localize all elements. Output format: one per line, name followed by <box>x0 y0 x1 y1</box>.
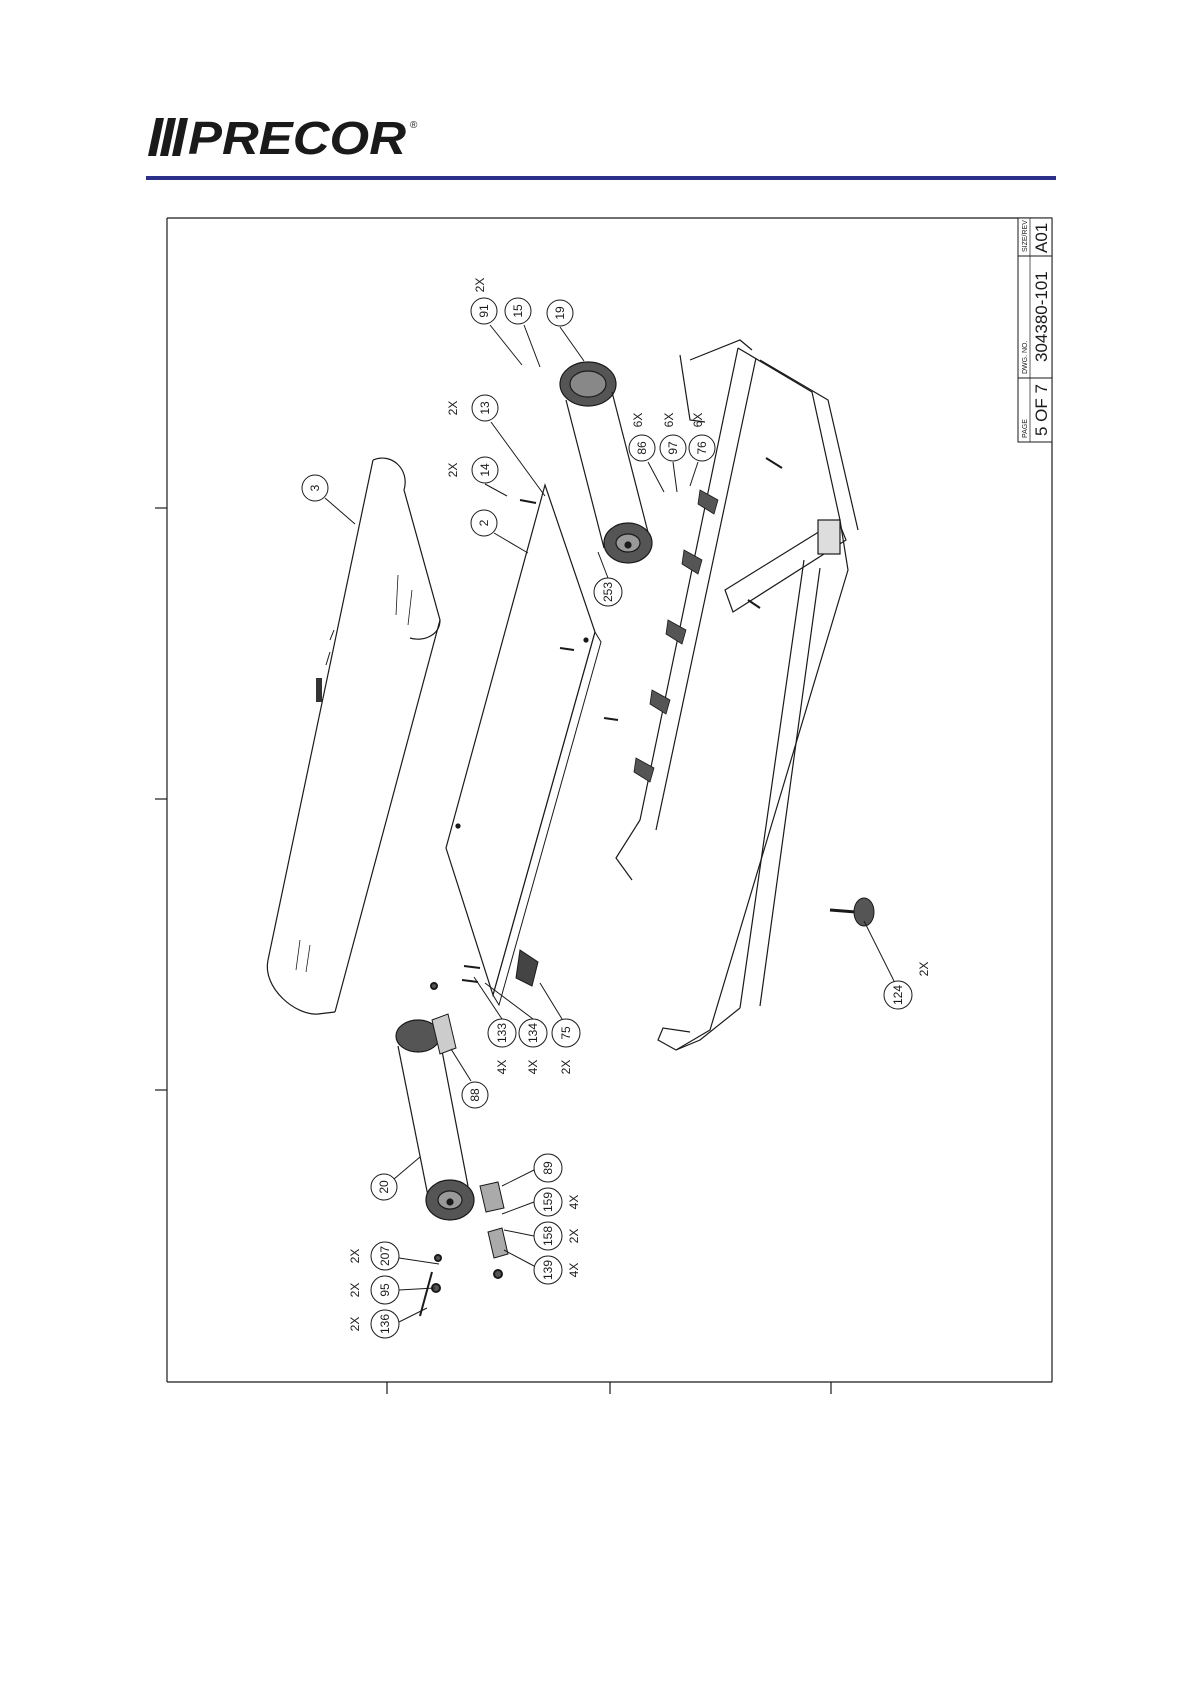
title-block-page-value: 5 OF 7 <box>1032 384 1051 436</box>
callout-139: 139 4X <box>504 1250 581 1284</box>
callout-88: 88 <box>451 1049 488 1108</box>
callout-15-label: 15 <box>511 304 525 318</box>
callout-97-qty: 6X <box>662 413 676 428</box>
callout-88-label: 88 <box>468 1088 482 1102</box>
callout-19: 19 <box>547 300 584 361</box>
callout-76-qty: 6X <box>691 413 705 428</box>
callout-159-qty: 4X <box>567 1195 581 1210</box>
callout-95-label: 95 <box>378 1283 392 1297</box>
callout-89: 89 <box>502 1154 562 1186</box>
callout-2-label: 2 <box>477 519 491 526</box>
callout-134-label: 134 <box>526 1023 540 1043</box>
callout-159: 159 4X <box>502 1188 581 1216</box>
callout-207-label: 207 <box>378 1246 392 1266</box>
part-2-deck <box>446 485 601 1005</box>
callout-124-label: 124 <box>891 985 905 1005</box>
callout-15: 15 <box>505 298 540 367</box>
callout-20: 20 <box>371 1157 420 1200</box>
callout-13-label: 13 <box>478 401 492 415</box>
callout-13: 13 2X <box>446 395 545 496</box>
callout-91-label: 91 <box>477 304 491 318</box>
callout-139-label: 139 <box>541 1260 555 1280</box>
callout-134-qty: 4X <box>526 1060 540 1075</box>
callout-136-label: 136 <box>378 1314 392 1334</box>
callout-158: 158 2X <box>504 1222 581 1250</box>
callout-2: 2 <box>471 510 528 553</box>
part-19-front-roller <box>560 362 652 563</box>
callout-86-qty: 6X <box>631 413 645 428</box>
callout-253-label: 253 <box>601 582 615 602</box>
callout-158-qty: 2X <box>567 1229 581 1244</box>
callout-133-label: 133 <box>495 1023 509 1043</box>
callout-124: 124 2X <box>864 921 931 1009</box>
callout-14-qty: 2X <box>446 463 460 478</box>
title-block-page-label: PAGE <box>1022 419 1029 438</box>
callout-13-qty: 2X <box>446 401 460 416</box>
part-3-belt <box>267 458 440 1014</box>
callout-89-label: 89 <box>541 1161 555 1175</box>
callout-95-qty: 2X <box>348 1283 362 1298</box>
title-block-dwg-label: DWG. NO. <box>1022 341 1029 374</box>
part-124-leveler <box>830 898 874 926</box>
title-block-dwg-value: 304380-101 <box>1032 271 1051 362</box>
callout-133: 133 4X <box>474 977 516 1074</box>
title-block: SIZE/REV A01 DWG. NO. 304380-101 PAGE 5 … <box>1018 218 1052 442</box>
part-75-mount <box>516 950 538 986</box>
part-20-rear-roller <box>396 1020 474 1220</box>
callout-19-label: 19 <box>553 306 567 320</box>
callout-133-qty: 4X <box>495 1060 509 1075</box>
callout-124-qty: 2X <box>917 962 931 977</box>
title-block-rev-label: SIZE/REV <box>1022 220 1029 252</box>
part-89-bracket <box>480 1182 508 1258</box>
callout-97: 97 6X <box>660 413 686 492</box>
callout-14: 14 2X <box>446 457 507 496</box>
part-88-bracket <box>432 1014 456 1054</box>
callout-91-qty: 2X <box>473 278 487 293</box>
callout-97-label: 97 <box>666 441 680 455</box>
callout-3-label: 3 <box>308 484 322 491</box>
callout-95: 95 2X <box>348 1276 435 1304</box>
callout-159-label: 159 <box>541 1192 555 1212</box>
callout-207-qty: 2X <box>348 1249 362 1264</box>
callout-75-label: 75 <box>559 1026 573 1040</box>
callout-75-qty: 2X <box>559 1060 573 1075</box>
callout-14-label: 14 <box>478 463 492 477</box>
callout-136: 136 2X <box>348 1308 427 1338</box>
callout-20-label: 20 <box>377 1180 391 1194</box>
title-block-rev-value: A01 <box>1032 223 1051 253</box>
callout-207: 207 2X <box>348 1242 439 1270</box>
callout-3: 3 <box>302 475 355 524</box>
callout-86-label: 86 <box>635 441 649 455</box>
callout-139-qty: 4X <box>567 1263 581 1278</box>
callout-158-label: 158 <box>541 1226 555 1246</box>
callout-136-qty: 2X <box>348 1317 362 1332</box>
callout-76-label: 76 <box>695 441 709 455</box>
